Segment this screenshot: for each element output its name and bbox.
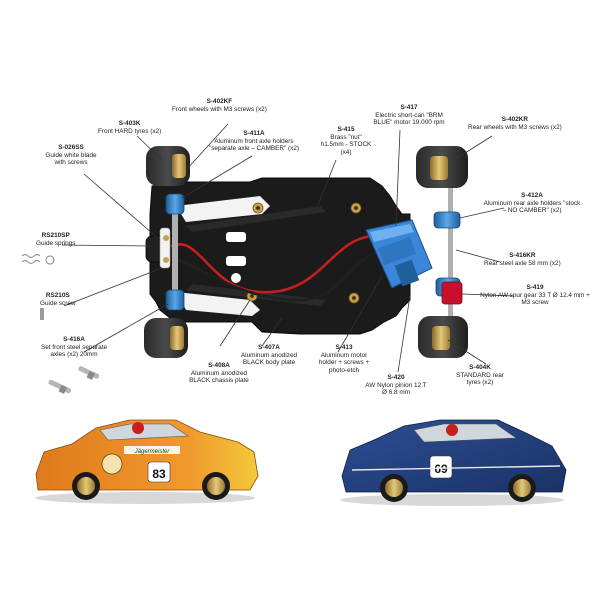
label-s402kr: S-402KR Rear wheels with M3 screws (x2) (468, 116, 562, 131)
blue-race-car: 69 (340, 419, 567, 506)
rear-axle-assembly (416, 146, 468, 358)
label-s026ss-code: S-026SS (58, 144, 84, 151)
label-s419-code: S-419 (526, 284, 544, 291)
label-s412a-text: Aluminum rear axle holders "stock – NO C… (483, 199, 581, 215)
label-s408a-text: Aluminum anodized BLACK chassis plate (189, 369, 249, 385)
label-s411a-code: S-411A (243, 130, 265, 137)
label-s417-text: Electric short-can "BRM BLUE" motor 19.0… (373, 111, 445, 127)
label-s413-text: Aluminum motor holder + screws + photo-e… (318, 351, 370, 374)
label-s416kr-code: S-416KR (509, 252, 536, 259)
label-s402kr-code: S-402KR (501, 116, 529, 123)
orange-race-car: 83 Jägermeister (35, 419, 259, 504)
label-s416a-code: S-416A (63, 336, 85, 343)
label-s419-text: Nylon AW spur gear 33 T Ø 12.4 mm + M3 s… (480, 291, 590, 307)
blue-car-number: 69 (434, 462, 448, 476)
label-s026ss-text: Guide white blade with screws (45, 151, 97, 167)
label-s416a: S-416A Set front steel separate axles (x… (40, 336, 108, 359)
label-s411a: S-411A Aluminum front axle holders "sepa… (202, 130, 306, 153)
label-s408a: S-408A Aluminum anodized BLACK chassis p… (188, 362, 250, 385)
label-s420: S-420 AW Nylon pinion 12 T Ø 6.8 mm (364, 374, 428, 397)
label-s407a-code: S-407A (258, 344, 280, 351)
label-s402kf: S-402KF Front wheels with M3 screws (x2) (172, 98, 267, 113)
label-s404k: S-404K STANDARD rear tyres (x2) (454, 364, 506, 387)
orange-car-number: 83 (152, 467, 166, 481)
label-s407a: S-407A Aluminum anodized BLACK body plat… (238, 344, 300, 367)
motor (365, 219, 433, 289)
label-rs210sp: RS210SP Guide springs (36, 232, 75, 247)
brass-nuts (246, 202, 362, 304)
label-s415: S-415 Brass "nut" h1.5mm - STOCK (x4) (318, 126, 374, 156)
front-axle-assembly (144, 146, 190, 358)
label-s415-code: S-415 (337, 126, 355, 133)
label-s416kr-text: Rear steel axle 58 mm (x2) (484, 259, 561, 267)
guide-screw (40, 308, 44, 320)
label-rs210s-text: Guide screw (40, 299, 76, 307)
label-s413: S-413 Aluminum motor holder + screws + p… (312, 344, 376, 374)
label-s417-code: S-417 (400, 104, 418, 111)
label-rs210s: RS210S Guide screw (40, 292, 76, 307)
label-s416kr: S-416KR Rear steel axle 58 mm (x2) (484, 252, 561, 267)
label-s402kf-text: Front wheels with M3 screws (x2) (172, 105, 267, 113)
label-s404k-text: STANDARD rear tyres (x2) (456, 371, 504, 387)
label-s402kr-text: Rear wheels with M3 screws (x2) (468, 123, 562, 131)
label-s420-code: S-420 (387, 374, 405, 381)
label-s420-text: AW Nylon pinion 12 T Ø 6.8 mm (365, 381, 427, 397)
motor-wires (170, 234, 380, 302)
label-s415-text: Brass "nut" h1.5mm - STOCK (x4) (320, 133, 372, 156)
label-s413-code: S-413 (335, 344, 353, 351)
label-s403k-code: S-403K (118, 120, 141, 127)
label-s417: S-417 Electric short-can "BRM BLUE" moto… (372, 104, 446, 127)
label-s402kf-code: S-402KF (206, 98, 233, 105)
label-s408a-code: S-408A (208, 362, 230, 369)
guide-springs (21, 253, 55, 265)
label-s412a-code: S-412A (521, 192, 543, 199)
label-rs210sp-text: Guide springs (36, 239, 76, 247)
orange-car-banner: Jägermeister (134, 449, 171, 455)
label-s403k: S-403K Front HARD tyres (x2) (98, 120, 161, 135)
label-s412a: S-412A Aluminum rear axle holders "stock… (482, 192, 582, 215)
leader-lines (61, 123, 515, 373)
label-s404k-code: S-404K (469, 364, 491, 371)
label-s403k-text: Front HARD tyres (x2) (98, 127, 162, 135)
label-rs210s-code: RS210S (45, 292, 70, 299)
front-axles (48, 366, 100, 394)
label-s411a-text: Aluminum front axle holders "separate ax… (208, 137, 300, 153)
label-s419: S-419 Nylon AW spur gear 33 T Ø 12.4 mm … (476, 284, 594, 307)
label-rs210sp-code: RS210SP (41, 232, 70, 239)
label-s416a-text: Set front steel separate axles (x2) 20mm (40, 343, 108, 359)
label-s407a-text: Aluminum anodized BLACK body plate (240, 351, 298, 367)
label-s026ss: S-026SS Guide white blade with screws (40, 144, 102, 167)
